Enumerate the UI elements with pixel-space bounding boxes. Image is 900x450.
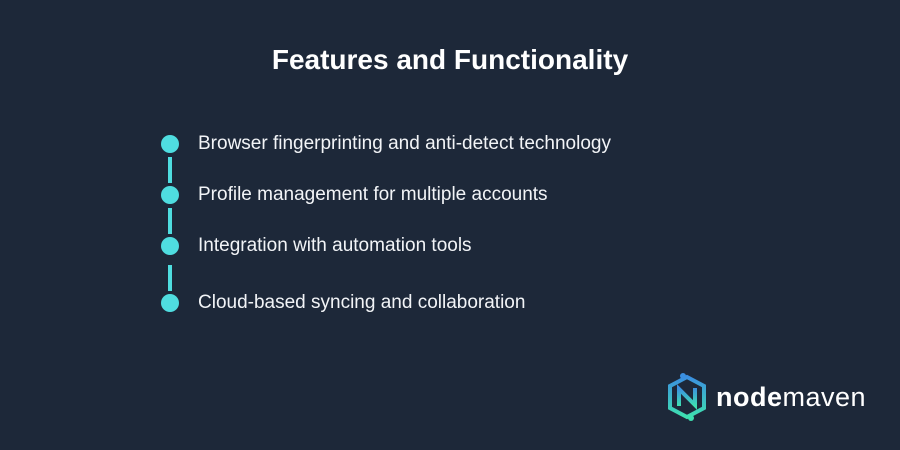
timeline-dot <box>161 294 179 312</box>
nodemaven-hexagon-icon <box>668 373 706 421</box>
timeline-connector <box>168 208 172 234</box>
timeline-connector <box>168 265 172 291</box>
brand-name-light: maven <box>782 381 867 412</box>
timeline-dot <box>161 186 179 204</box>
timeline-dot <box>161 237 179 255</box>
page-title: Features and Functionality <box>271 44 629 75</box>
feature-item: Browser fingerprinting and anti-detect t… <box>198 133 611 154</box>
brand-name-bold: node <box>716 381 783 412</box>
brand-name: nodemaven <box>716 382 866 413</box>
timeline-dot <box>161 135 179 153</box>
feature-item: Cloud-based syncing and collaboration <box>198 292 526 313</box>
feature-item: Integration with automation tools <box>198 235 472 256</box>
nodemaven-logo: nodemaven <box>666 372 866 422</box>
timeline-connector <box>168 157 172 183</box>
feature-item: Profile management for multiple accounts <box>198 184 548 205</box>
